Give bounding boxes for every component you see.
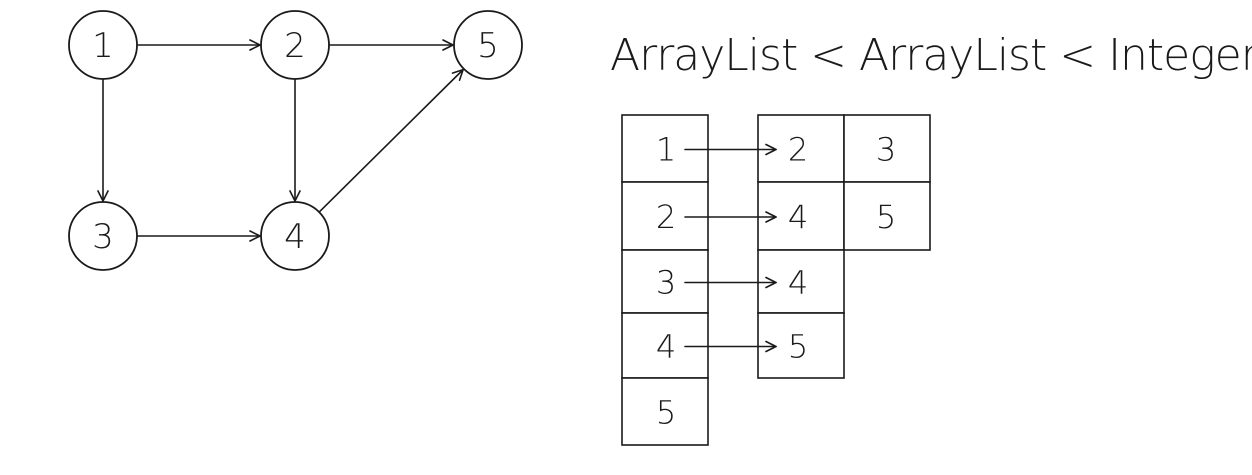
index-cell-label: 3	[656, 264, 676, 302]
index-cell-label: 1	[656, 131, 676, 169]
neighbor-cell-box	[843, 114, 931, 183]
graph-edges	[97, 39, 464, 242]
adjacency-index-column: 1 2 3 4 5	[621, 114, 709, 446]
node-circle	[260, 201, 330, 271]
neighbor-cell-box	[843, 181, 931, 251]
neighbor-cell-1-2: 2	[757, 114, 845, 183]
node-label: 1	[92, 26, 114, 66]
adjacency-pointers	[684, 143, 777, 353]
graph-node-2: 2	[260, 10, 330, 80]
node-circle	[68, 10, 138, 80]
index-cell-1: 1	[621, 114, 709, 183]
index-cell-4: 4	[621, 312, 709, 379]
index-cell-label: 4	[656, 328, 676, 366]
node-label: 4	[284, 217, 306, 257]
neighbor-cell-label: 2	[788, 131, 808, 169]
index-cell-box	[621, 377, 709, 446]
index-cell-5: 5	[621, 377, 709, 446]
index-cell-2: 2	[621, 181, 709, 251]
neighbor-cell-4-5: 5	[757, 312, 845, 379]
graph-node-5: 5	[453, 10, 523, 80]
neighbor-cell-1-3: 3	[843, 114, 931, 183]
graph-node-3: 3	[68, 201, 138, 271]
neighbor-cell-label: 5	[876, 198, 896, 236]
neighbor-cell-2-4: 4	[757, 181, 845, 251]
node-label: 2	[284, 26, 306, 66]
neighbor-cell-2-5: 5	[843, 181, 931, 251]
neighbor-cell-label: 3	[876, 131, 896, 169]
index-cell-label: 2	[656, 198, 676, 236]
index-cell-3: 3	[621, 249, 709, 314]
graph-node-1: 1	[68, 10, 138, 80]
type-declaration-title: ArrayList < ArrayList < Integer> > A	[610, 30, 1252, 81]
index-cell-label: 5	[656, 394, 676, 432]
neighbor-cell-3-4: 4	[757, 249, 845, 314]
node-circle	[68, 201, 138, 271]
neighbor-cell-label: 5	[788, 328, 808, 366]
neighbor-cell-label: 4	[788, 198, 808, 236]
node-circle	[260, 10, 330, 80]
node-circle	[453, 10, 523, 80]
node-label: 5	[477, 26, 499, 66]
node-label: 3	[92, 217, 114, 257]
index-cell-box	[621, 249, 709, 314]
graph-nodes: 1 2 5 3 4	[68, 10, 523, 271]
index-cell-box	[621, 312, 709, 379]
edge-4-to-5	[318, 68, 464, 213]
graph-node-4: 4	[260, 201, 330, 271]
adjacency-neighbor-cells: 2 3 4 5 4 5	[757, 114, 931, 379]
neighbor-cell-label: 4	[788, 264, 808, 302]
